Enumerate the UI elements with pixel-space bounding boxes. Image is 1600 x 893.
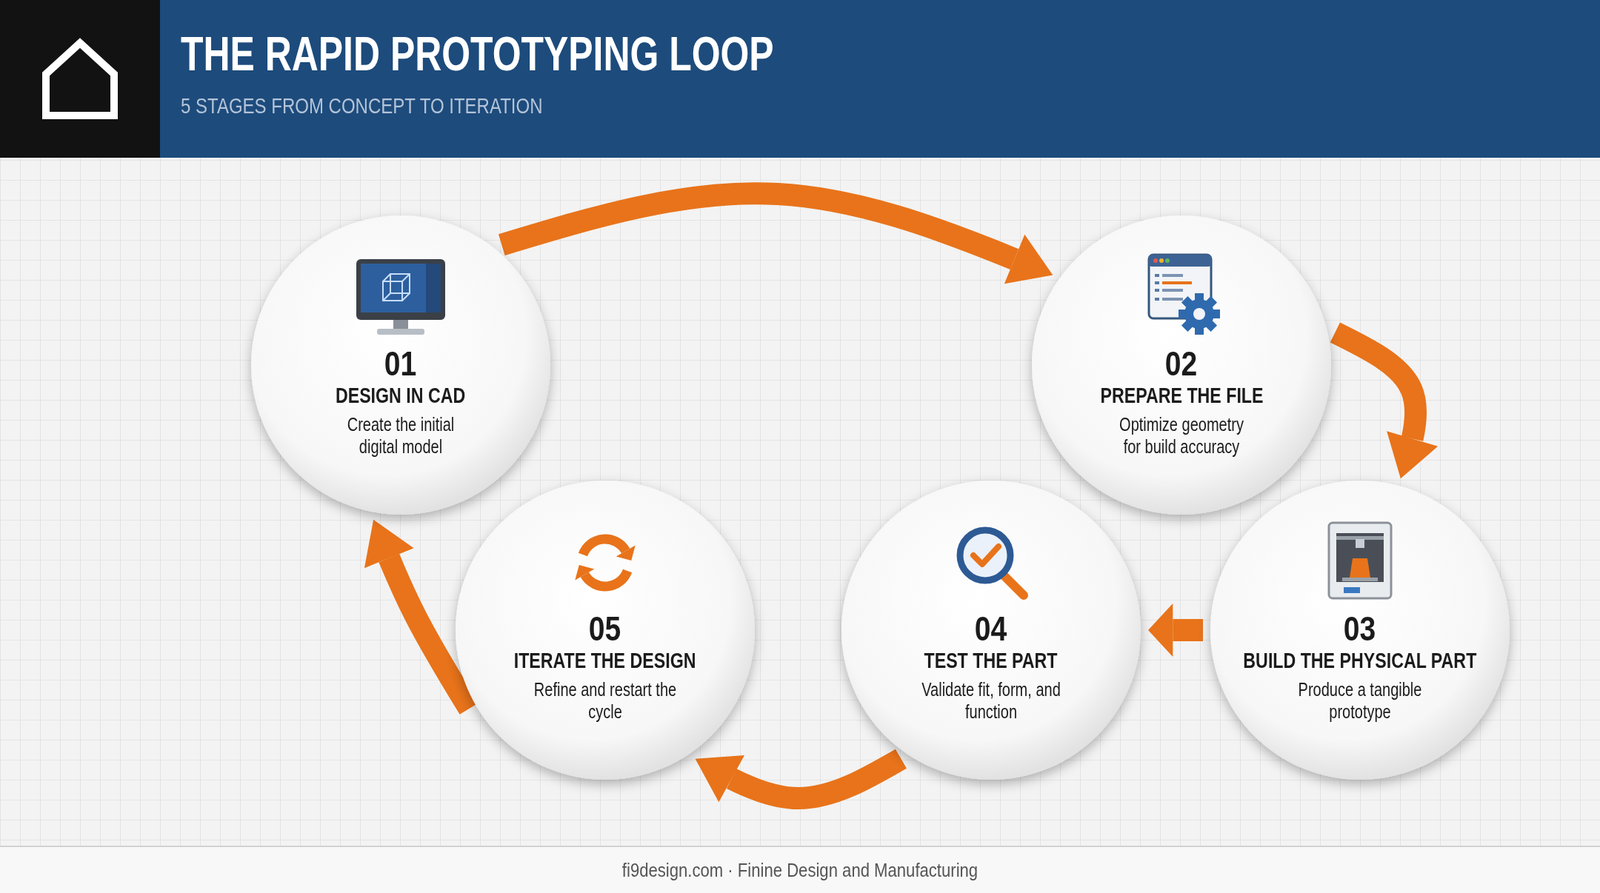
stage-disc bbox=[1031, 215, 1332, 515]
grid-ground bbox=[0, 157, 1600, 847]
arrowhead bbox=[695, 755, 745, 803]
stage-disc bbox=[841, 480, 1141, 780]
stage-icon bbox=[1328, 522, 1392, 599]
gear-hole bbox=[1193, 308, 1206, 320]
footer-band bbox=[0, 846, 1600, 893]
flow-arrow bbox=[501, 193, 1053, 284]
stage-disc bbox=[1210, 480, 1510, 780]
stage-icon bbox=[1148, 254, 1220, 335]
stage-number: 05 bbox=[588, 611, 621, 647]
stage-text: 02PREPARE THE FILE Optimize geometry for … bbox=[1030, 345, 1333, 458]
list-line bbox=[1162, 288, 1183, 292]
stage-icon bbox=[574, 539, 635, 587]
stage-text: 01DESIGN IN CAD Create the initial digita… bbox=[249, 345, 552, 458]
stage-description: Optimize geometry for build accuracy bbox=[1108, 413, 1254, 458]
list-bullet bbox=[1154, 288, 1160, 292]
print-bed bbox=[1342, 577, 1378, 582]
wireframe-cube bbox=[382, 274, 410, 301]
arrowhead bbox=[1386, 431, 1438, 479]
printer-chamber bbox=[1336, 533, 1384, 583]
printed-part bbox=[1349, 558, 1371, 578]
grid-paper bbox=[0, 157, 1600, 847]
logo-block bbox=[0, 0, 160, 158]
footer-caption: fi9design.com · Finine Design and Manufa… bbox=[120, 859, 1480, 883]
flow-arrow bbox=[695, 755, 902, 803]
print-head bbox=[1355, 539, 1365, 549]
refresh-arrowhead bbox=[574, 565, 595, 580]
gear-icon bbox=[1178, 293, 1220, 335]
monitor-icon bbox=[356, 259, 446, 320]
list-line bbox=[1162, 297, 1183, 301]
stage-heading: BUILD THE PHYSICAL PART bbox=[1243, 648, 1478, 675]
window-dot bbox=[1159, 258, 1164, 263]
stage-text: 03BUILD THE PHYSICAL PART Produce a tangi… bbox=[1208, 611, 1512, 723]
refresh-arc bbox=[584, 571, 628, 587]
flow-arrow bbox=[1334, 332, 1438, 479]
monitor-screen bbox=[360, 263, 441, 313]
magnifier-icon bbox=[960, 530, 1011, 581]
check-mark bbox=[973, 546, 999, 565]
stage-number: 01 bbox=[384, 345, 417, 382]
list-bullet bbox=[1154, 297, 1160, 301]
stage-description: Create the initial digital model bbox=[328, 413, 473, 458]
stage-number: 04 bbox=[974, 611, 1007, 647]
magnifier-handle bbox=[1002, 574, 1024, 596]
page-title: THE RAPID PROTOTYPING LOOP bbox=[180, 28, 775, 80]
stage-disc bbox=[455, 480, 755, 780]
stage-disc bbox=[251, 215, 551, 515]
arrow-shaft bbox=[501, 193, 1053, 275]
stage-description: Validate fit, form, and function bbox=[918, 678, 1063, 723]
stage-circle: 02PREPARE THE FILE Optimize geometry for … bbox=[1030, 214, 1333, 517]
arrowhead bbox=[364, 520, 415, 569]
list-bullet bbox=[1154, 281, 1160, 285]
footer-rule bbox=[0, 845, 1600, 848]
refresh-arc bbox=[582, 539, 626, 555]
stage-heading: ITERATE THE DESIGN bbox=[514, 648, 697, 675]
monitor-stand bbox=[393, 320, 409, 330]
stage-circle: 01DESIGN IN CAD Create the initial digita… bbox=[249, 214, 552, 517]
stage-circle: 04TEST THE PART Validate fit, form, and f… bbox=[840, 479, 1143, 782]
list-bullet bbox=[1154, 274, 1160, 278]
stage-description: Produce a tangible prototype bbox=[1287, 678, 1432, 723]
stage-heading: DESIGN IN CAD bbox=[335, 382, 466, 409]
stage-circle: 03BUILD THE PHYSICAL PART Produce a tangi… bbox=[1208, 479, 1512, 782]
stage-icon bbox=[356, 259, 446, 335]
printer-icon bbox=[1328, 522, 1392, 599]
house-logo bbox=[45, 42, 115, 116]
flow-arrow bbox=[1148, 603, 1203, 658]
list-line bbox=[1162, 281, 1192, 285]
window-dot bbox=[1165, 258, 1170, 263]
stage-text: 04TEST THE PART Validate fit, form, and f… bbox=[840, 611, 1143, 723]
monitor-base bbox=[377, 328, 425, 335]
flow-arrow bbox=[364, 520, 470, 709]
refresh-arrowhead bbox=[616, 545, 636, 561]
arrowhead bbox=[1004, 234, 1053, 285]
arrowhead bbox=[1148, 603, 1173, 658]
stage-number: 02 bbox=[1165, 345, 1198, 382]
window-dot bbox=[1153, 258, 1158, 263]
stage-heading: TEST THE PART bbox=[924, 648, 1058, 675]
stage-circle: 05ITERATE THE DESIGN Refine and restart t… bbox=[454, 479, 757, 782]
window-bar bbox=[1148, 254, 1212, 267]
stage-icon bbox=[960, 530, 1024, 596]
page-subtitle: 5 STAGES FROM CONCEPT TO ITERATION bbox=[180, 93, 543, 118]
stage-description: Refine and restart the cycle bbox=[532, 678, 678, 723]
header-band bbox=[0, 0, 1600, 158]
stage-text: 05ITERATE THE DESIGN Refine and restart t… bbox=[454, 611, 757, 723]
printer-display bbox=[1343, 587, 1360, 594]
list-line bbox=[1162, 274, 1183, 278]
gear-body bbox=[1184, 299, 1215, 329]
cad-panel bbox=[425, 263, 441, 313]
stage-number: 03 bbox=[1343, 611, 1376, 647]
stage-heading: PREPARE THE FILE bbox=[1100, 382, 1263, 409]
